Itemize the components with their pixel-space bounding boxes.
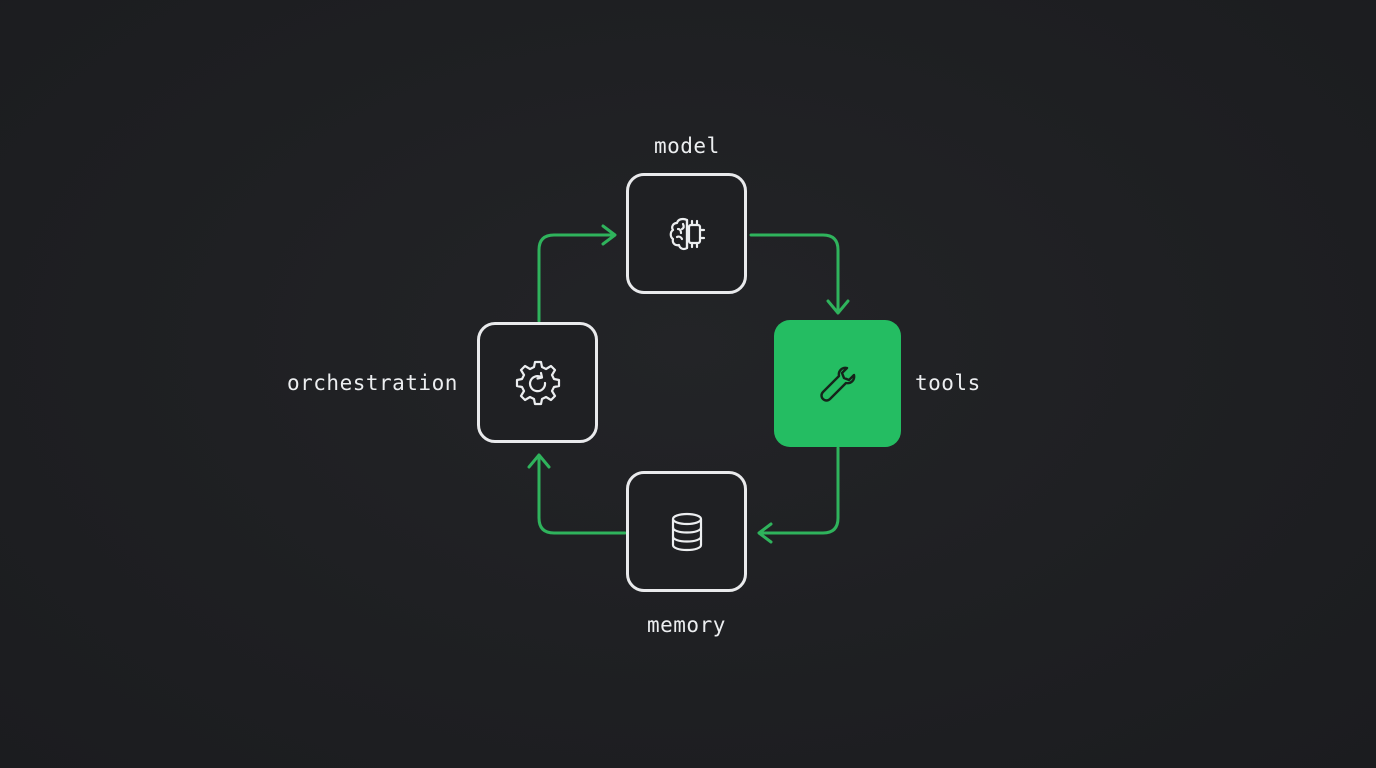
node-label-memory: memory <box>647 613 726 637</box>
edge-model-to-tools <box>749 233 840 314</box>
database-icon <box>671 512 702 551</box>
node-orchestration[interactable] <box>477 322 598 443</box>
arrowhead-orchestration-to-model <box>601 224 617 246</box>
node-model[interactable] <box>626 173 747 294</box>
node-label-tools: tools <box>915 371 981 395</box>
brain-chip-icon <box>669 217 705 250</box>
gear-refresh-icon <box>515 360 560 405</box>
arrowhead-tools-to-memory <box>757 522 773 544</box>
node-label-model: model <box>654 134 720 158</box>
arrowhead-model-to-tools <box>826 299 850 315</box>
node-label-orchestration: orchestration <box>287 371 458 395</box>
node-tools[interactable] <box>774 320 901 447</box>
edge-orchestration-to-model <box>537 233 616 323</box>
arrowhead-memory-to-orchestration <box>527 453 551 469</box>
edge-tools-to-memory <box>758 446 840 535</box>
wrench-icon <box>819 366 855 402</box>
node-memory[interactable] <box>626 471 747 592</box>
edge-memory-to-orchestration <box>537 455 627 535</box>
